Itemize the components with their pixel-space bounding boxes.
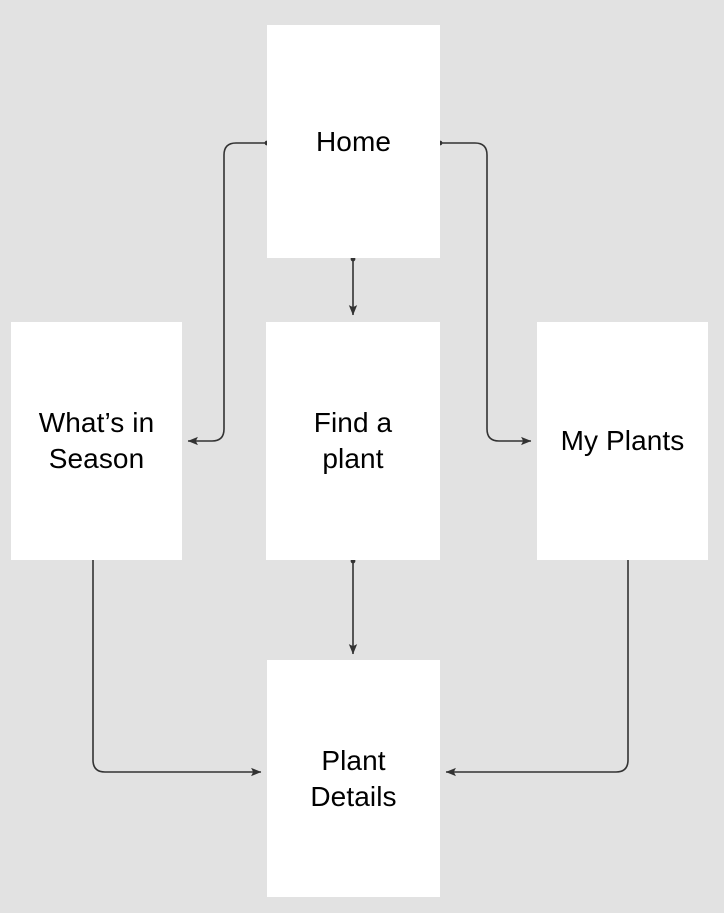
node-home[interactable]: Home bbox=[267, 25, 440, 258]
edge-home-to-myplants bbox=[437, 140, 532, 446]
node-my-plants[interactable]: My Plants bbox=[537, 322, 708, 560]
node-plant-details[interactable]: Plant Details bbox=[267, 660, 440, 897]
node-home-label: Home bbox=[315, 125, 392, 157]
node-whats-in-season-label: What’s in Season bbox=[38, 407, 155, 474]
node-find-a-plant[interactable]: Find a plant bbox=[266, 322, 440, 560]
edge-myplants-to-details bbox=[445, 560, 629, 777]
node-find-a-plant-label: Find a plant bbox=[313, 407, 393, 474]
edge-season-to-details bbox=[92, 560, 262, 777]
node-plant-details-label: Plant Details bbox=[310, 744, 397, 812]
node-my-plants-label: My Plants bbox=[560, 425, 685, 456]
node-whats-in-season[interactable]: What’s in Season bbox=[11, 322, 182, 560]
edge-home-to-season bbox=[187, 140, 270, 446]
